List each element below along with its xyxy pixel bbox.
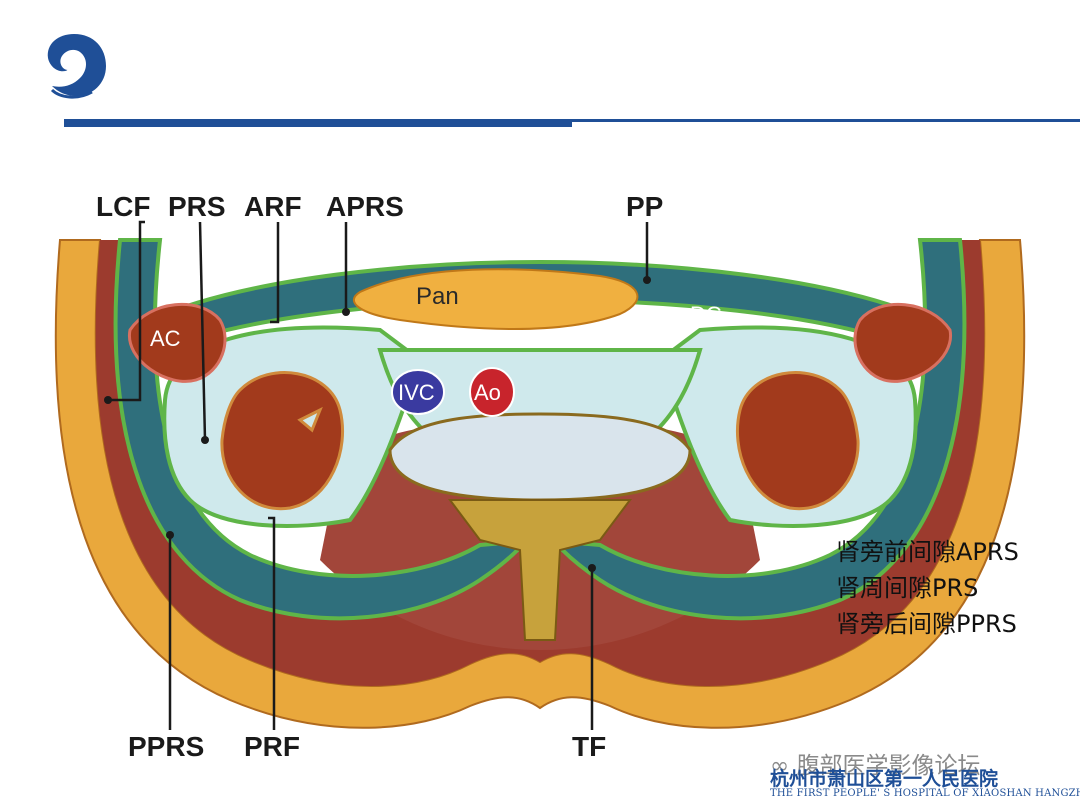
aorta: [469, 367, 515, 417]
hospital-logo-icon: [47, 34, 106, 99]
label-ao: Ao: [474, 380, 501, 405]
header-rule-thin: [572, 119, 1080, 122]
label-pp: PP: [626, 191, 663, 222]
lcf-leader: [108, 220, 145, 402]
legend-prs: 肾周间隙PRS: [836, 574, 979, 602]
label-prf: PRF: [244, 731, 300, 762]
label-tf: TF: [572, 731, 606, 762]
arf-leader: [270, 222, 280, 324]
leader-lines: [108, 220, 649, 730]
label-ac: AC: [150, 326, 181, 351]
spinous-process: [448, 499, 632, 641]
pancreas: [352, 268, 639, 330]
watermark-account-text: 腹部医学影像论坛: [796, 753, 981, 779]
label-lcf: LCF: [96, 191, 150, 222]
legend-aprs: 肾旁前间隙APRS: [836, 538, 1019, 566]
watermark-hospital-en: THE FIRST PEOPLE' S HOSPITAL OF XIAOSHAN…: [770, 788, 1080, 799]
legend: 肾旁前间隙APRS 肾周间隙PRS 肾旁后间隙PPRS: [836, 534, 1072, 642]
pprs-space: [113, 238, 967, 621]
left-kidney: [220, 371, 345, 511]
wechat-icon: ∞: [770, 753, 790, 779]
descending-colon: [853, 302, 952, 383]
label-dc: DC: [690, 302, 722, 327]
right-kidney: [735, 371, 860, 511]
watermark: ∞ 腹部医学影像论坛 杭州市萧山区第一人民医院 THE FIRST PEOPLE…: [770, 742, 1080, 806]
prf-leader: [268, 516, 276, 730]
label-pprs: PPRS: [128, 731, 204, 762]
vertebral-body: [388, 412, 692, 502]
label-ivc: IVC: [398, 380, 435, 405]
label-arf: ARF: [244, 191, 302, 222]
prs-leader: [198, 221, 207, 441]
label-aprs: APRS: [326, 191, 404, 222]
label-pan: Pan: [416, 283, 459, 310]
header-rule-thick: [64, 119, 572, 127]
legend-pprs: 肾旁后间隙PPRS: [836, 610, 1017, 638]
watermark-hospital-cn: 杭州市萧山区第一人民医院: [770, 768, 999, 790]
label-prs: PRS: [168, 191, 226, 222]
ivc: [391, 369, 445, 415]
watermark-account: ∞ 腹部医学影像论坛: [770, 746, 980, 780]
